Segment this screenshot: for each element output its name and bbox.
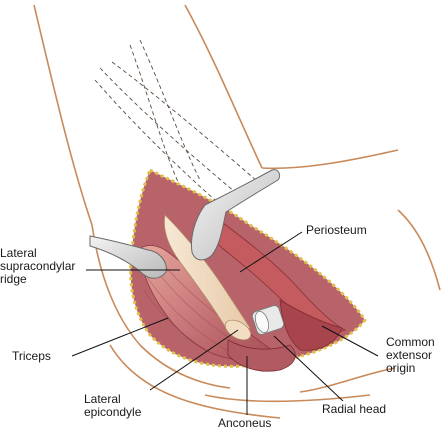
label-lateral-supracondylar-ridge: Lateral supracondylar ridge	[0, 246, 76, 286]
leader-epicondyle	[149, 329, 239, 391]
leader-triceps	[71, 317, 169, 357]
leader-common-extensor	[321, 325, 379, 357]
incision-dashed-lines	[94, 39, 259, 201]
upper-retractor	[191, 169, 281, 261]
label-radial-head: Radial head	[322, 402, 387, 416]
common-extensor-muscle	[279, 299, 343, 351]
label-anconeus: Anconeus	[218, 416, 272, 430]
skin-outline	[33, 4, 441, 419]
label-periosteum: Periosteum	[306, 223, 367, 237]
leader-radial-head	[273, 335, 344, 402]
radial-head	[251, 305, 285, 335]
leader-periosteum	[239, 231, 303, 273]
label-lateral-epicondyle: Lateral epicondyle	[84, 392, 142, 419]
leader-lines	[71, 231, 379, 415]
left-retractor	[89, 235, 167, 279]
label-common-extensor-origin: Common extensor origin	[386, 335, 435, 375]
label-triceps: Triceps	[12, 349, 51, 363]
